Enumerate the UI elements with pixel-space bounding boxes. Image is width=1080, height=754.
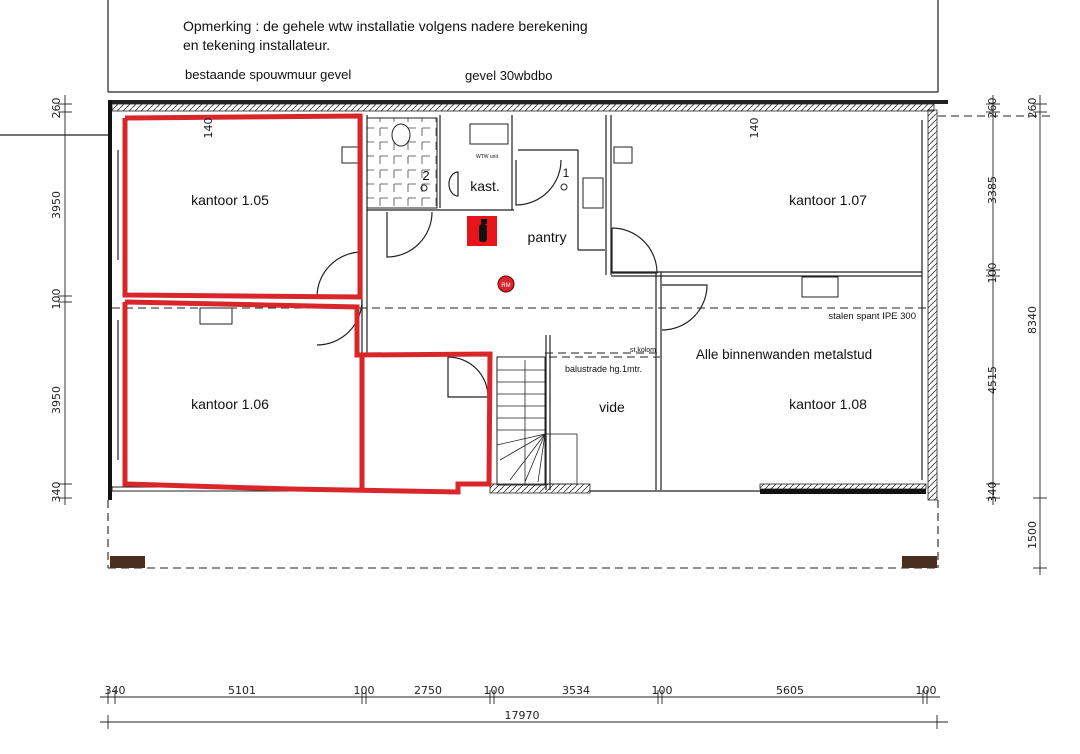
- foundation-block-right: [902, 556, 937, 568]
- svg-text:3534: 3534: [562, 684, 590, 697]
- svg-text:100: 100: [484, 684, 505, 697]
- slab-outline: [107, 115, 1050, 569]
- svg-text:3385: 3385: [986, 176, 999, 204]
- staircase: [496, 356, 578, 486]
- svg-text:260: 260: [50, 98, 63, 119]
- far-right-dimensions: 260 8340 1500: [1026, 98, 1039, 550]
- wtw-unit-icon: [469, 123, 509, 145]
- fire-extinguisher-icon: [467, 216, 497, 246]
- room-label-kantoor-1-08: kantoor 1.08: [789, 396, 867, 412]
- pantry-sink-icon: [582, 177, 604, 209]
- svg-text:100: 100: [50, 289, 63, 310]
- top-inner-dimensions: 140 140: [202, 118, 761, 139]
- svg-text:260: 260: [1026, 98, 1039, 119]
- fixtures: [199, 123, 839, 325]
- facade-left-label: bestaande spouwmuur gevel: [185, 67, 351, 82]
- room-number-2: 2: [422, 168, 429, 183]
- dimension-lines: [58, 95, 1047, 729]
- remark-text: Opmerking : de gehele wtw installatie vo…: [183, 18, 588, 34]
- svg-text:8340: 8340: [1026, 306, 1039, 334]
- svg-text:340: 340: [105, 684, 126, 697]
- svg-text:340: 340: [986, 482, 999, 503]
- sink-icon: [341, 146, 359, 164]
- sink-icon: [199, 307, 233, 325]
- svg-text:140: 140: [202, 118, 215, 139]
- remark-text-2: en tekening installateur.: [183, 37, 330, 53]
- svg-text:3950: 3950: [50, 386, 63, 414]
- outer-walls: [108, 100, 948, 501]
- room-number-1: 1: [563, 166, 570, 180]
- sink-icon: [613, 146, 633, 164]
- svg-text:2750: 2750: [414, 684, 442, 697]
- svg-text:1500: 1500: [1026, 521, 1039, 549]
- room-label-vide: vide: [599, 399, 625, 415]
- smoke-detector-icon: RM: [497, 275, 515, 293]
- sink-icon: [801, 276, 839, 298]
- balustrade-note: balustrade hg.1mtr.: [565, 364, 642, 374]
- wtw-unit-label: WTW unit: [476, 154, 499, 160]
- svg-text:100: 100: [986, 263, 999, 284]
- total-width: 17970: [505, 709, 540, 722]
- foundation-block-left: [110, 556, 145, 568]
- toilet-icon: [391, 123, 411, 147]
- svg-text:140: 140: [748, 118, 761, 139]
- roof-outline: [0, 0, 939, 136]
- room-label-kast: kast.: [470, 178, 500, 194]
- svg-text:4515: 4515: [986, 366, 999, 394]
- svg-text:260: 260: [986, 98, 999, 119]
- svg-text:5101: 5101: [228, 684, 256, 697]
- doors: [316, 159, 708, 398]
- right-dimensions: 260 3385 100 4515 340: [986, 98, 999, 503]
- svg-text:100: 100: [916, 684, 937, 697]
- room-label-kantoor-1-05: kantoor 1.05: [191, 192, 269, 208]
- room-label-kantoor-1-06: kantoor 1.06: [191, 396, 269, 412]
- room-label-kantoor-1-07: kantoor 1.07: [789, 192, 867, 208]
- inner-walls: [361, 115, 922, 490]
- facade-right-label: gevel 30wbdbo: [465, 68, 552, 83]
- column-note: st.kolom: [630, 347, 656, 354]
- room-label-pantry: pantry: [528, 229, 567, 245]
- svg-text:3950: 3950: [50, 191, 63, 219]
- svg-text:100: 100: [652, 684, 673, 697]
- left-dimensions: 260 3950 100 3950 340: [50, 98, 63, 503]
- steel-beam-note: stalen spant IPE 300: [828, 311, 916, 322]
- svg-text:5605: 5605: [776, 684, 804, 697]
- bottom-dimensions: 340 5101 100 2750 100 3534 100 5605 100 …: [105, 684, 937, 722]
- svg-text:340: 340: [50, 482, 63, 503]
- svg-text:RM: RM: [501, 283, 510, 289]
- svg-text:100: 100: [354, 684, 375, 697]
- highlighted-areas: [122, 113, 493, 495]
- inner-walls-note: Alle binnenwanden metalstud: [696, 347, 872, 362]
- sink-icon: [448, 171, 459, 197]
